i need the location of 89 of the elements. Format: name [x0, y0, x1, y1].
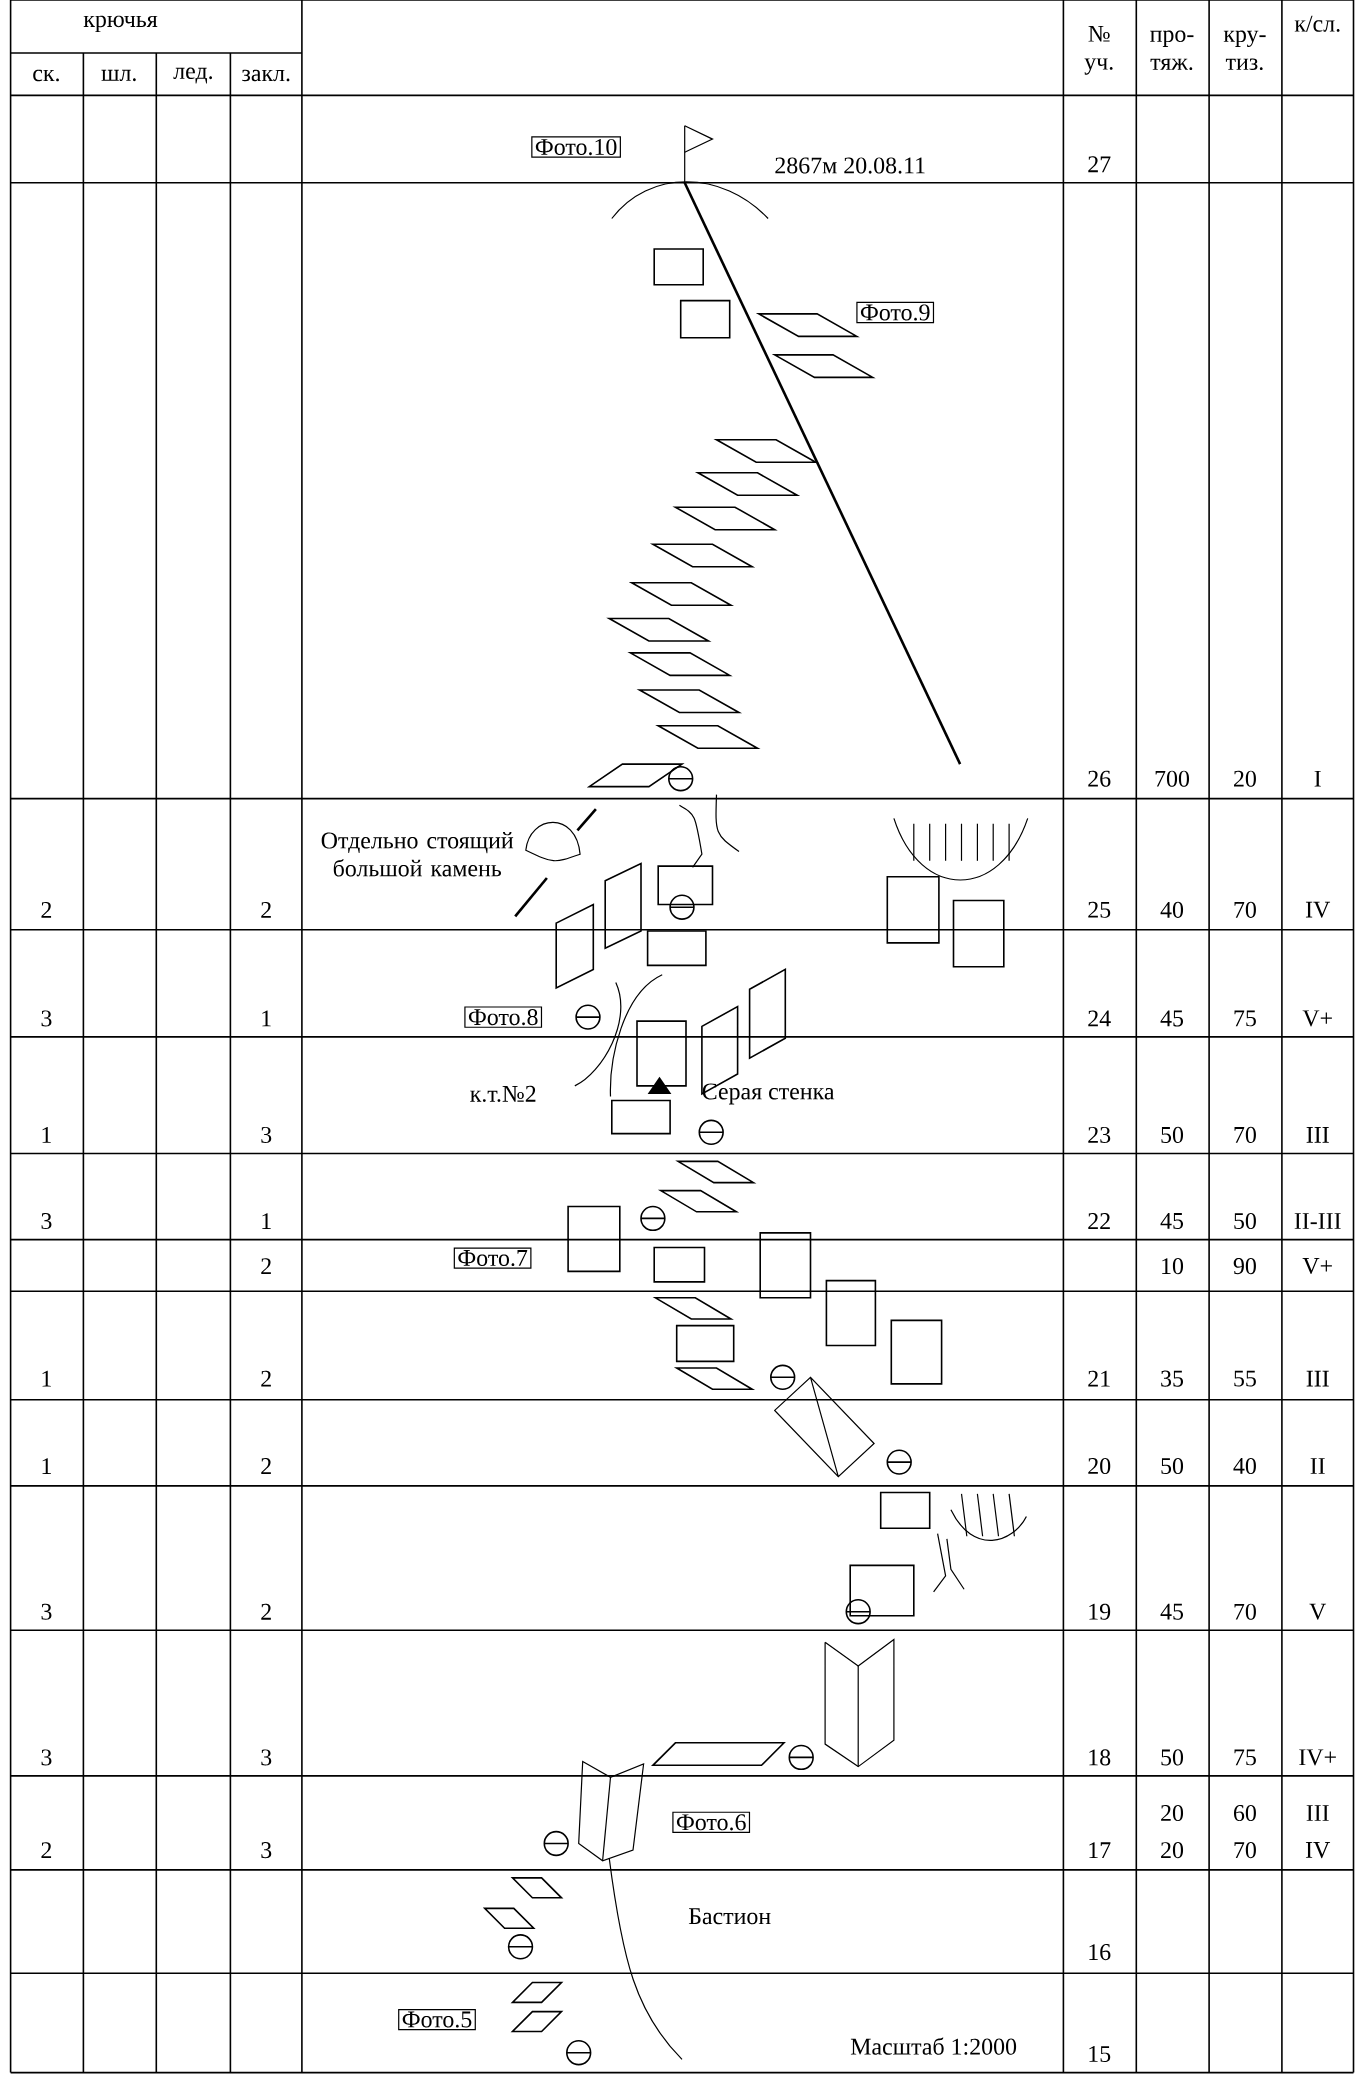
cell-text: V+	[1302, 1010, 1332, 1027]
cell-text: III	[1306, 1805, 1329, 1821]
cell-text: 50	[1161, 1126, 1184, 1143]
cell-text: III	[1306, 1127, 1329, 1143]
header-text: шл.	[101, 69, 136, 82]
header-text: лед.	[173, 67, 213, 84]
header-text: № уч.	[1084, 25, 1113, 75]
cell-text: 2	[261, 901, 271, 918]
cell-text: 45	[1160, 1213, 1183, 1229]
cell-text: 3	[261, 1749, 272, 1766]
header-text: к/сл.	[1294, 15, 1340, 32]
cell-text: 40	[1233, 1457, 1256, 1475]
cell-text: 2	[261, 1603, 271, 1620]
cell-text: 2	[261, 1258, 271, 1275]
cell-text: 18	[1089, 1749, 1111, 1766]
cell-text: 70	[1234, 1603, 1256, 1620]
photo-label-box: Фото.9	[856, 301, 935, 324]
photo-label-box: Фото.6	[672, 1811, 751, 1833]
cell-text: 50	[1161, 1457, 1184, 1475]
photo-label-box: Фото.5	[398, 2009, 476, 2031]
cell-text: 1	[262, 1213, 271, 1229]
cell-text: IV	[1305, 1842, 1331, 1859]
annotation-text: Серая стенка	[702, 1083, 835, 1105]
cell-text: 27	[1088, 156, 1111, 173]
header-text: про- тяж.	[1150, 30, 1194, 71]
cell-text: 3	[41, 1213, 52, 1230]
photo-label-box: Фото.10	[531, 136, 621, 158]
cell-text: 45	[1160, 1010, 1183, 1027]
cell-text: IV	[1305, 901, 1331, 918]
cell-text: 16	[1089, 1944, 1111, 1961]
cell-text: 20	[1234, 770, 1256, 787]
cell-text: 2	[41, 901, 52, 918]
cell-text: V+	[1302, 1258, 1332, 1275]
annotation-text: к.т.№2	[470, 1085, 536, 1102]
cell-text: 70	[1234, 1842, 1256, 1859]
cell-text: 1	[42, 1127, 51, 1143]
header-text: кру- тиз.	[1223, 30, 1266, 71]
cell-text: 1	[262, 1010, 271, 1027]
header-text: крючья	[83, 15, 158, 32]
cell-text: 45	[1160, 1603, 1183, 1620]
cell-text: 24	[1088, 1010, 1111, 1027]
cell-text: 2	[261, 1458, 271, 1474]
cell-text: 15	[1089, 2046, 1111, 2063]
cell-text: 55	[1234, 1370, 1256, 1387]
cell-text: II-III	[1294, 1213, 1341, 1229]
cell-text: 40	[1160, 901, 1184, 918]
cell-text: 17	[1089, 1842, 1111, 1858]
annotation-text: Бастион	[688, 1908, 771, 1925]
cell-text: 3	[261, 1842, 272, 1859]
cell-text: 60	[1234, 1804, 1256, 1822]
cell-text: 20	[1088, 1457, 1111, 1475]
cell-text: III	[1306, 1370, 1329, 1387]
photo-label-box: Фото.7	[453, 1247, 532, 1269]
cell-text: 20	[1161, 1804, 1184, 1822]
cell-text: 700	[1155, 770, 1190, 787]
cell-text: 1	[42, 1370, 51, 1387]
cell-text: 25	[1088, 901, 1111, 918]
cell-text: 3	[41, 1010, 52, 1027]
cell-text: 3	[41, 1603, 52, 1620]
cell-text: 50	[1234, 1212, 1256, 1230]
cell-text: 75	[1234, 1010, 1256, 1027]
cell-text: 70	[1234, 1126, 1256, 1143]
cell-text: 2	[261, 1370, 271, 1387]
cell-text: 35	[1161, 1370, 1183, 1387]
cell-text: II	[1310, 1458, 1325, 1474]
cell-text: 3	[41, 1749, 52, 1766]
header-text: ск.	[33, 69, 59, 82]
annotation-text: Отдельно стоящий большой камень	[321, 831, 514, 877]
cell-text: 23	[1088, 1126, 1111, 1143]
cell-text: 2	[41, 1842, 52, 1859]
cell-text: 20	[1161, 1842, 1184, 1859]
cell-text: 1	[42, 1458, 51, 1474]
photo-label-box: Фото.8	[464, 1006, 543, 1028]
cell-text: 50	[1161, 1749, 1184, 1766]
cell-text: 22	[1088, 1213, 1110, 1229]
cell-text: 19	[1089, 1603, 1111, 1620]
cell-text: V	[1309, 1603, 1327, 1620]
summit-note: 2867м 20.08.11	[775, 157, 925, 174]
cell-text: 26	[1088, 770, 1111, 787]
cell-text: 21	[1088, 1370, 1110, 1387]
header-text: закл.	[242, 69, 290, 82]
cell-text: 10	[1162, 1258, 1184, 1275]
cell-text: 70	[1234, 901, 1256, 918]
cell-text: 75	[1234, 1749, 1256, 1766]
cell-text: 90	[1233, 1258, 1256, 1275]
cell-text: IV+	[1299, 1749, 1336, 1766]
cell-text: I	[1314, 770, 1321, 787]
cell-text: 3	[261, 1126, 272, 1143]
scale-text: Масштаб 1:2000	[850, 2037, 1017, 2055]
